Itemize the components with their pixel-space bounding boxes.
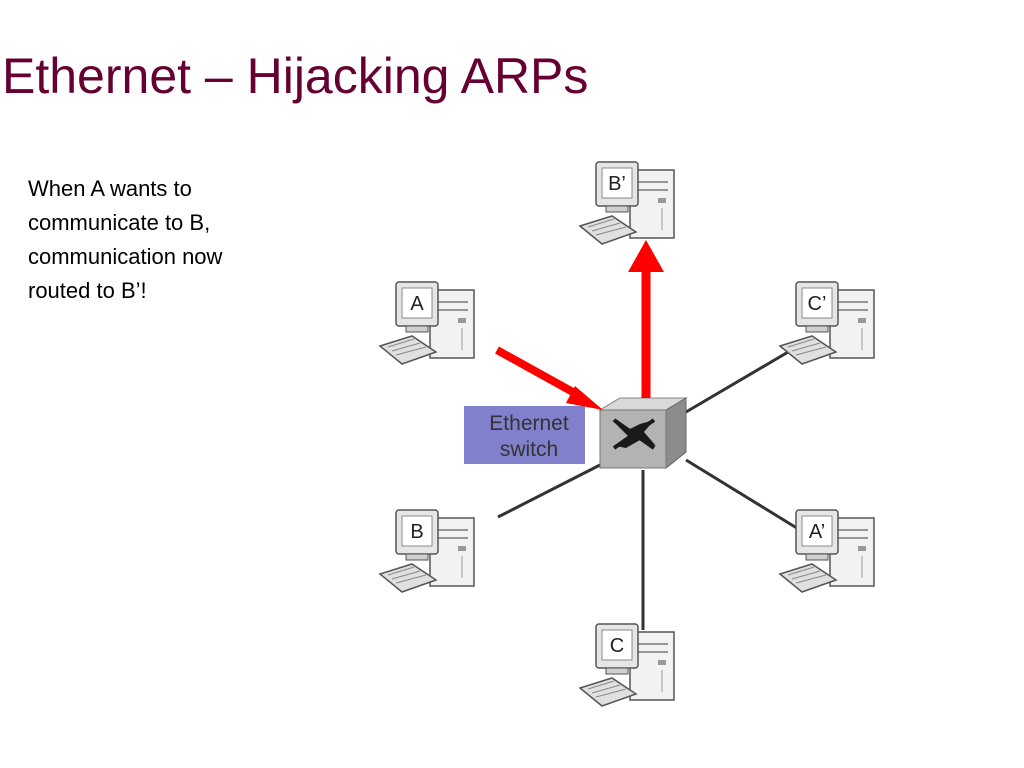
switch-label-line1: Ethernet — [489, 412, 569, 435]
computer-label: A’ — [809, 521, 825, 543]
computer-label: C’ — [808, 293, 827, 315]
computer-c: C — [579, 623, 675, 707]
switch-label-line2: switch — [500, 438, 558, 461]
body-line: communication now — [28, 244, 223, 269]
arrow-switch-to-b-prime — [628, 240, 664, 398]
computer-a: A — [379, 281, 475, 365]
body-line: communicate to B, — [28, 210, 211, 235]
body-line: routed to B’! — [28, 278, 147, 303]
body-text: When A wants to communicate to B, commun… — [28, 172, 328, 308]
computer-c-prime: C’ — [779, 281, 875, 365]
computer-b: B — [379, 509, 475, 593]
body-line: When A wants to — [28, 176, 192, 201]
computer-label: A — [410, 293, 424, 315]
slide-title: Ethernet – Hijacking ARPs — [2, 48, 589, 104]
computer-b-prime: B’ — [579, 161, 675, 245]
computer-label: C — [610, 635, 624, 657]
computer-label: B — [410, 521, 423, 543]
arrow-a-to-switch — [495, 346, 603, 410]
link-switch-b — [497, 463, 601, 519]
computer-label: B’ — [608, 173, 626, 195]
ethernet-switch — [598, 397, 688, 470]
link-switch-c-prime — [685, 343, 801, 414]
link-switch-a-prime — [685, 458, 801, 532]
switch-label-box: Ethernet switch — [464, 406, 585, 464]
computer-a-prime: A’ — [779, 509, 875, 593]
switch-cross-icon — [612, 418, 656, 450]
